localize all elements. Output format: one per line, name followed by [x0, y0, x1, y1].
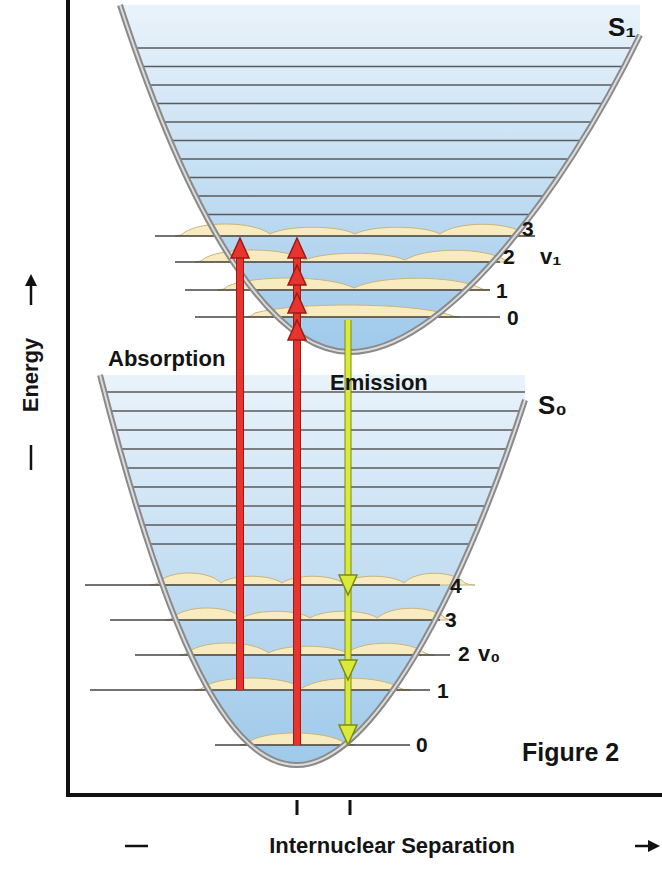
- vibrational-level: [0, 467, 662, 469]
- level-number: 0: [507, 307, 519, 328]
- vibrational-level: [0, 429, 662, 431]
- vibrational-level: [175, 261, 500, 263]
- level-number: 0: [416, 734, 428, 755]
- vibrational-level: [135, 654, 450, 656]
- separation-axis: [66, 793, 662, 797]
- vibrational-level: [0, 47, 662, 49]
- axis-dash: [125, 845, 148, 848]
- arrow-head: [231, 238, 249, 258]
- vibrational-level: [0, 158, 662, 160]
- vibrational-level: [0, 195, 662, 197]
- s0-curve: [100, 375, 525, 765]
- axis-arrow-head: [648, 840, 660, 852]
- vibrational-level: [0, 177, 662, 179]
- vibrational-level: [215, 744, 410, 746]
- vibrational-level: [0, 121, 662, 123]
- level-number: 2: [458, 643, 470, 664]
- level-number: 1: [496, 280, 508, 301]
- axis-dash: [30, 445, 33, 470]
- s1-curve: [120, 5, 640, 352]
- axis-arrow-head: [25, 274, 37, 286]
- arrow-head: [288, 238, 306, 258]
- wavefunction: [175, 224, 535, 236]
- level-number: v₁: [540, 246, 561, 268]
- vibrational-level: [185, 289, 490, 291]
- vibrational-level: [0, 214, 662, 216]
- wavefunction: [218, 278, 490, 290]
- transition-arrow: [236, 255, 244, 690]
- vibrational-level: [155, 235, 535, 237]
- vibrational-level: [0, 524, 662, 526]
- process-label: Absorption: [108, 348, 225, 370]
- state-label: S₁: [608, 14, 636, 40]
- s1-well-fill: [120, 5, 640, 352]
- s0-curve-inner: [100, 375, 525, 765]
- energy-axis: [66, 0, 70, 797]
- s1-curve-inner: [120, 5, 640, 352]
- tick-mark: [296, 800, 299, 815]
- vibrational-level: [85, 584, 440, 586]
- arrow-head: [339, 725, 357, 745]
- vibrational-level: [0, 140, 662, 142]
- tick-mark: [349, 800, 352, 815]
- state-label: S₀: [538, 392, 567, 418]
- vibrational-level: [90, 689, 430, 691]
- vibrational-level: [0, 505, 662, 507]
- wavefunction: [165, 608, 455, 620]
- vibrational-level: [0, 486, 662, 488]
- s0-well-fill: [100, 375, 525, 765]
- arrow-head: [339, 575, 357, 595]
- level-number: v₀: [478, 643, 500, 665]
- wavefunction: [180, 643, 435, 655]
- level-number: 1: [437, 680, 449, 701]
- axis-label: Internuclear Separation: [269, 835, 515, 857]
- vibrational-level: [0, 543, 662, 545]
- arrow-head: [288, 265, 306, 285]
- level-number: 4: [450, 575, 462, 596]
- arrow-head: [339, 660, 357, 680]
- figure-caption: Figure 2: [522, 740, 619, 765]
- wavefunction: [195, 678, 410, 690]
- axis-label: Energy: [20, 338, 42, 413]
- level-number: 2: [503, 246, 515, 267]
- wavefunction: [150, 573, 475, 585]
- vibrational-level: [0, 103, 662, 105]
- arrow-head: [288, 320, 306, 340]
- level-number: 3: [445, 609, 457, 630]
- vibrational-level: [0, 448, 662, 450]
- vibrational-level: [0, 84, 662, 86]
- transition-arrow: [237, 255, 243, 690]
- vibrational-level: [110, 619, 440, 621]
- level-number: 3: [522, 218, 534, 239]
- process-label: Emission: [330, 372, 428, 394]
- vibrational-level: [0, 66, 662, 68]
- arrow-head: [288, 293, 306, 313]
